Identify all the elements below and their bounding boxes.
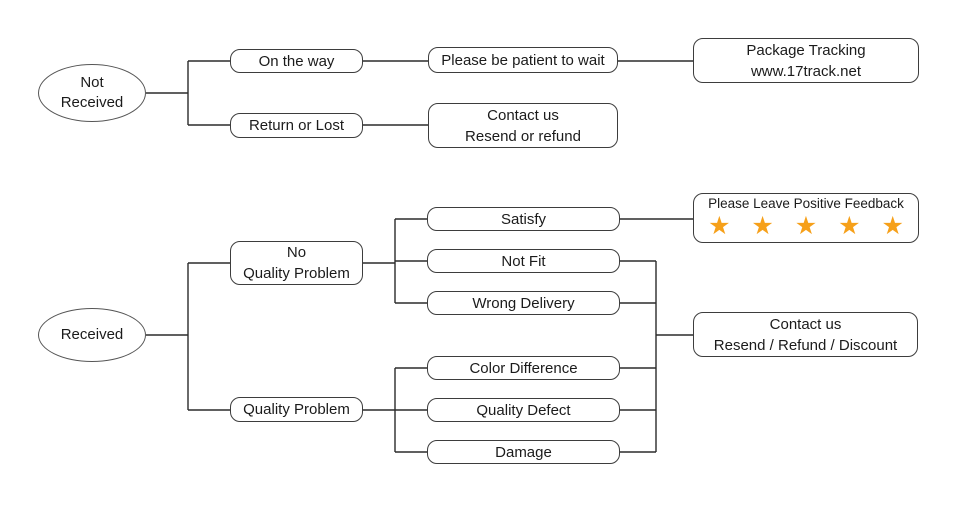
contact-us-bus-lines bbox=[620, 260, 693, 453]
node-please-be-patient: Please be patient to wait bbox=[428, 47, 618, 73]
not-received-branch-lines bbox=[146, 60, 693, 126]
node-received-label: Received bbox=[60, 325, 124, 343]
node-contact-resend-refund-label: Contact us Resend or refund bbox=[465, 106, 581, 145]
node-quality-defect-label: Quality Defect bbox=[476, 401, 571, 419]
node-damage-label: Damage bbox=[495, 443, 552, 461]
received-branch-lines bbox=[146, 262, 230, 411]
node-wrong-delivery-label: Wrong Delivery bbox=[472, 294, 575, 312]
node-quality-problem: Quality Problem bbox=[230, 397, 363, 422]
node-satisfy-label: Satisfy bbox=[500, 210, 546, 228]
node-not-received: Not Received bbox=[38, 64, 146, 122]
quality-problem-bus-lines bbox=[363, 367, 427, 453]
node-received: Received bbox=[38, 308, 146, 362]
node-package-tracking: Package Tracking www.17track.net bbox=[693, 38, 919, 83]
no-quality-problem-bus-lines bbox=[363, 218, 693, 304]
node-contact-resend-refund-discount-label: Contact us Resend / Refund / Discount bbox=[713, 315, 898, 354]
node-damage: Damage bbox=[427, 440, 620, 464]
node-please-be-patient-label: Please be patient to wait bbox=[441, 51, 605, 69]
star-rating-icons: ★ ★ ★ ★ ★ bbox=[708, 211, 911, 240]
node-not-fit: Not Fit bbox=[427, 249, 620, 273]
node-positive-feedback-label: Please Leave Positive Feedback bbox=[708, 196, 904, 212]
node-return-or-lost: Return or Lost bbox=[230, 113, 363, 138]
node-wrong-delivery: Wrong Delivery bbox=[427, 291, 620, 315]
node-on-the-way-label: On the way bbox=[258, 52, 335, 70]
node-quality-defect: Quality Defect bbox=[427, 398, 620, 422]
node-return-or-lost-label: Return or Lost bbox=[248, 117, 345, 134]
node-no-quality-problem: No Quality Problem bbox=[230, 241, 363, 285]
node-not-fit-label: Not Fit bbox=[501, 252, 546, 270]
node-contact-resend-refund: Contact us Resend or refund bbox=[428, 103, 618, 148]
node-contact-resend-refund-discount: Contact us Resend / Refund / Discount bbox=[693, 312, 918, 357]
node-not-received-label: Not Received bbox=[60, 73, 124, 111]
node-color-difference-label: Color Difference bbox=[469, 359, 578, 377]
node-satisfy: Satisfy bbox=[427, 207, 620, 231]
node-quality-problem-label: Quality Problem bbox=[243, 401, 350, 418]
node-package-tracking-label: Package Tracking www.17track.net bbox=[746, 41, 866, 80]
node-no-quality-problem-label: No Quality Problem bbox=[243, 244, 350, 282]
node-on-the-way: On the way bbox=[230, 49, 363, 73]
node-color-difference: Color Difference bbox=[427, 356, 620, 380]
node-positive-feedback: Please Leave Positive Feedback ★ ★ ★ ★ ★ bbox=[693, 193, 919, 243]
